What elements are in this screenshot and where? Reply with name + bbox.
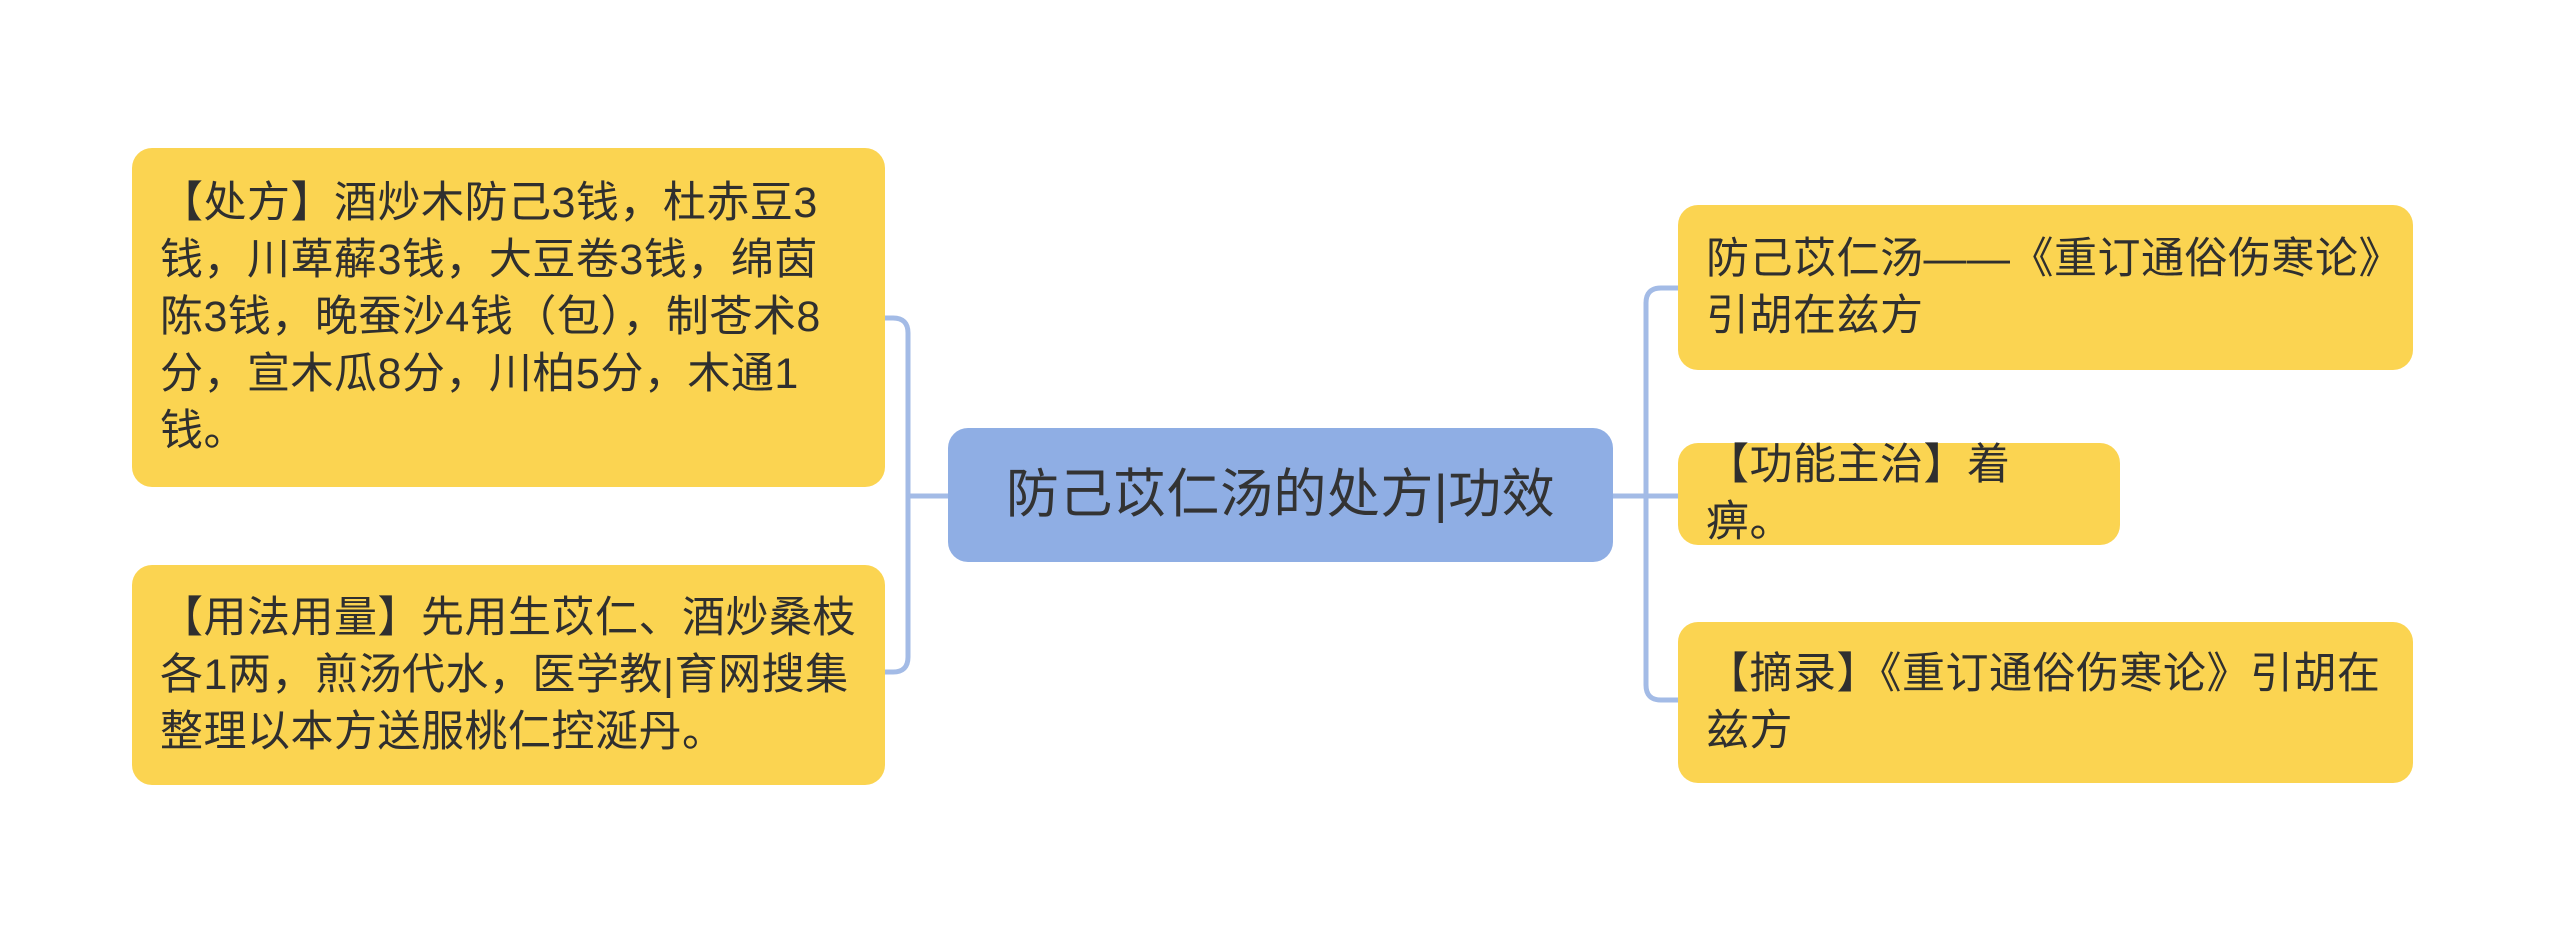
root-topic-node[interactable]: 防己苡仁汤的处方|功效 [948, 428, 1613, 562]
right-branch-connector [1643, 285, 1682, 703]
indication-node-label: 【功能主治】着痹。 [1706, 441, 2011, 546]
prescription-node[interactable]: 【处方】酒炒木防己3钱，杜赤豆3钱，川萆薢3钱，大豆卷3钱，绵茵陈3钱，晚蚕沙4… [132, 148, 885, 487]
usage-node[interactable]: 【用法用量】先用生苡仁、酒炒桑枝各1两，煎汤代水，医学教|育网搜集整理以本方送服… [132, 565, 885, 785]
indication-node[interactable]: 【功能主治】着痹。 [1678, 441, 2120, 546]
source-node[interactable]: 防己苡仁汤——《重订通俗伤寒论》引胡在兹方 [1678, 205, 2413, 370]
root-topic-label: 防己苡仁汤的处方|功效 [1005, 465, 1556, 524]
source-node-label: 防己苡仁汤——《重订通俗伤寒论》引胡在兹方 [1706, 234, 2381, 340]
left-branch-connector [881, 315, 911, 675]
excerpt-node[interactable]: 【摘录】《重订通俗伤寒论》引胡在兹方 [1678, 622, 2413, 783]
excerpt-node-label: 【摘录】《重订通俗伤寒论》引胡在兹方 [1706, 649, 2381, 755]
usage-node-label: 【用法用量】先用生苡仁、酒炒桑枝各1两，煎汤代水，医学教|育网搜集整理以本方送服… [160, 593, 856, 756]
prescription-node-label: 【处方】酒炒木防己3钱，杜赤豆3钱，川萆薢3钱，大豆卷3钱，绵茵陈3钱，晚蚕沙4… [160, 179, 821, 455]
